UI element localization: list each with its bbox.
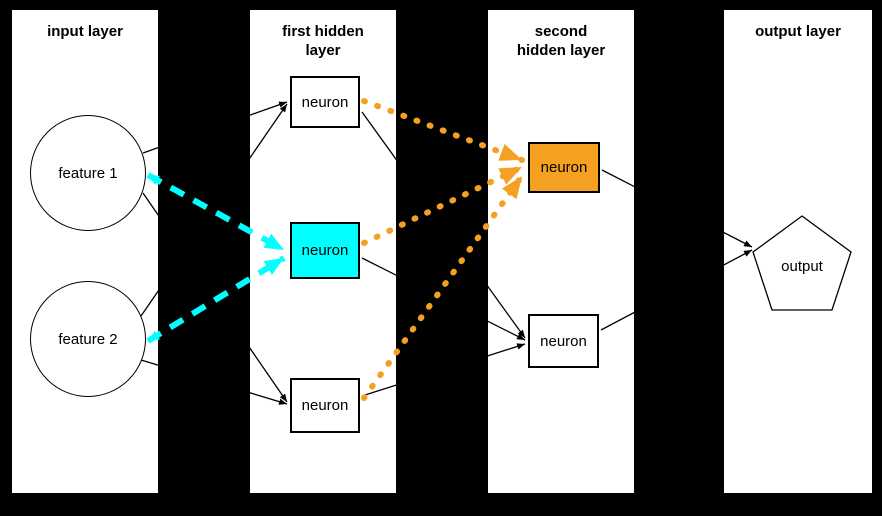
node-hidden1-bottom-neuron-label: neuron <box>301 397 349 414</box>
panel-title-output-layer: output layer <box>755 23 841 40</box>
node-output-label: output <box>781 258 823 275</box>
panel-second-hidden-layer <box>488 10 634 493</box>
node-feature-2-label: feature 2 <box>58 330 118 348</box>
node-hidden2-bottom-neuron[interactable]: neuron <box>528 314 599 368</box>
panel-title-input-layer: input layer <box>47 23 123 40</box>
node-feature-2[interactable]: feature 2 <box>30 281 146 397</box>
node-hidden2-top-neuron[interactable]: neuron <box>528 142 600 193</box>
panel-input-layer <box>12 10 158 493</box>
panel-title-second-hidden-layer: second hidden layer <box>516 23 606 59</box>
node-hidden1-top-neuron-label: neuron <box>301 93 349 111</box>
node-hidden1-bottom-neuron[interactable]: neuron <box>290 378 360 433</box>
node-hidden2-bottom-neuron-label: neuron <box>540 332 587 350</box>
panel-title-first-hidden-layer: first hidden layer <box>282 23 364 59</box>
node-feature-1-label: feature 1 <box>58 164 118 182</box>
node-feature-1[interactable]: feature 1 <box>30 115 146 231</box>
node-hidden1-middle-neuron[interactable]: neuron <box>290 222 360 279</box>
node-hidden1-middle-neuron-label: neuron <box>301 242 349 259</box>
node-hidden1-top-neuron[interactable]: neuron <box>290 76 360 128</box>
node-output[interactable]: output <box>753 216 851 310</box>
node-hidden2-top-neuron-label: neuron <box>540 159 588 176</box>
